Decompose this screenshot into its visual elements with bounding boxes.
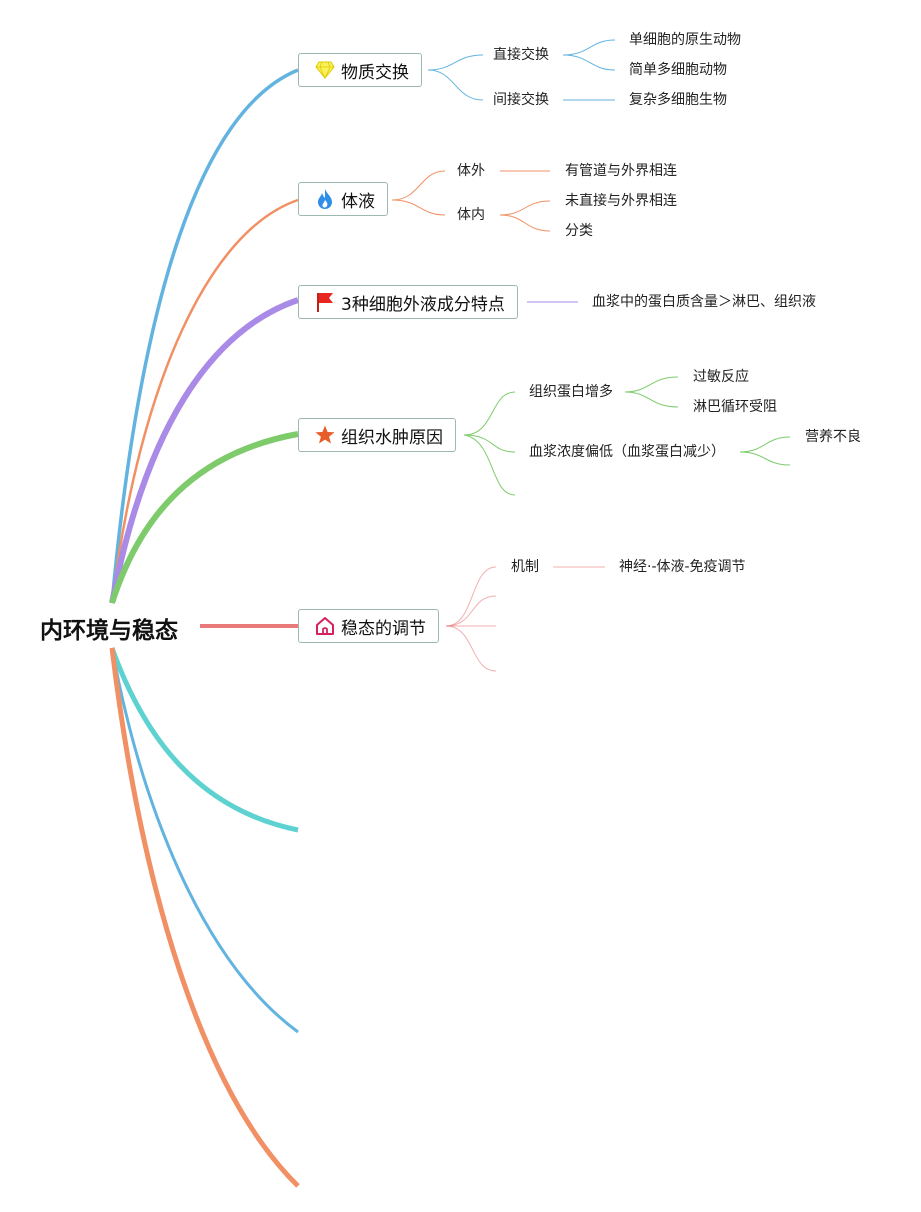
topic-leaf[interactable]: 有管道与外界相连: [565, 163, 677, 179]
connectors-substance-exchange: [427, 39, 616, 101]
branch-ecf-features[interactable]: 3种细胞外液成分特点: [298, 285, 518, 319]
branch-label: 体液: [341, 191, 375, 212]
branch-homeostasis-regulation[interactable]: 稳态的调节: [298, 609, 439, 643]
branch-body-fluid[interactable]: 体液: [298, 182, 388, 216]
topic-leaf[interactable]: 复杂多细胞生物: [629, 92, 727, 108]
flag-icon: [315, 292, 335, 312]
topic-low-plasma[interactable]: 血浆浓度偏低（血浆蛋白减少）: [529, 444, 725, 460]
branch-label: 组织水肿原因: [341, 427, 443, 448]
connector-branch-8: [109, 647, 300, 1188]
connector-branch-6: [109, 647, 299, 833]
connector-branch-4: [109, 431, 299, 604]
connector-branch-7: [110, 647, 299, 1034]
topic-leaf[interactable]: 神经·-体液-免疫调节: [619, 559, 746, 575]
connector-branch-1: [110, 68, 299, 604]
topic-inside-body[interactable]: 体内: [457, 207, 485, 223]
connector-branch-2: [110, 198, 299, 604]
topic-direct-exchange[interactable]: 直接交换: [493, 47, 549, 63]
connectors-body-fluid: [391, 170, 551, 232]
topic-leaf[interactable]: 分类: [565, 223, 593, 239]
connectors-regulation: [445, 566, 605, 672]
branch-label: 稳态的调节: [341, 618, 426, 639]
topic-leaf[interactable]: 简单多细胞动物: [629, 62, 727, 78]
topic-leaf[interactable]: 淋巴循环受阻: [693, 399, 777, 415]
topic-tissue-protein[interactable]: 组织蛋白增多: [529, 384, 613, 400]
home-icon: [315, 616, 335, 636]
connectors-edema: [463, 376, 791, 496]
connector-branch-3: [109, 297, 299, 604]
topic-leaf[interactable]: 过敏反应: [693, 369, 749, 385]
topic-leaf[interactable]: 单细胞的原生动物: [629, 32, 741, 48]
topic-outside-body[interactable]: 体外: [457, 163, 485, 179]
branch-label: 物质交换: [341, 62, 409, 83]
star-icon: [315, 425, 335, 445]
root-topic[interactable]: 内环境与稳态: [40, 618, 178, 644]
topic-leaf[interactable]: 血浆中的蛋白质含量＞淋巴、组织液: [592, 294, 816, 310]
diamond-icon: [315, 60, 335, 80]
branch-tissue-edema[interactable]: 组织水肿原因: [298, 418, 456, 452]
topic-leaf[interactable]: 营养不良: [805, 429, 861, 445]
branch-substance-exchange[interactable]: 物质交换: [298, 53, 422, 87]
topic-indirect-exchange[interactable]: 间接交换: [493, 92, 549, 108]
flame-icon: [315, 189, 335, 209]
branch-label: 3种细胞外液成分特点: [341, 294, 505, 315]
topic-mechanism[interactable]: 机制: [511, 559, 539, 575]
topic-leaf[interactable]: 未直接与外界相连: [565, 193, 677, 209]
